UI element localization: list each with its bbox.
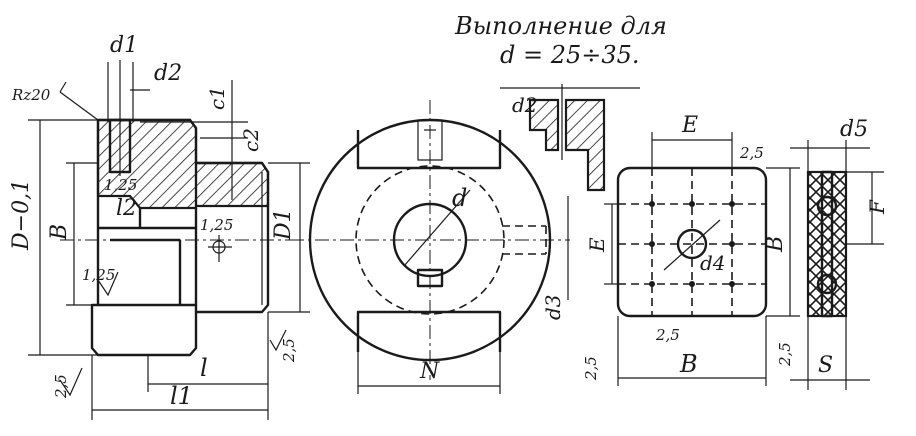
label-d2-upper: d2	[512, 93, 538, 117]
title-line1: Выполнение для	[454, 12, 667, 40]
label-d4: d4	[700, 251, 726, 275]
label-rough-25-sq-left: 2,5	[582, 356, 600, 381]
label-rough-25-sq-top: 2,5	[739, 144, 764, 162]
label-B-mid: B	[763, 236, 788, 253]
label-l: l	[200, 354, 208, 382]
label-rough-125-b: 1,25	[200, 216, 233, 234]
label-D: D−0,1	[9, 179, 34, 251]
label-c1: c1	[205, 86, 229, 110]
square-body	[616, 166, 768, 318]
label-l2: l2	[116, 196, 137, 221]
label-F: F	[865, 199, 889, 215]
front-view	[290, 100, 570, 394]
label-S: S	[818, 353, 833, 378]
label-E-top: E	[681, 113, 698, 138]
label-rough-25-left: 2,5	[52, 374, 70, 399]
upper-flange-hatch	[96, 118, 198, 210]
label-d5: d5	[840, 117, 868, 142]
title-line2: d = 25÷35.	[500, 41, 640, 69]
label-l1: l1	[170, 382, 193, 410]
label-E-side: E	[585, 237, 609, 253]
side-section-view	[28, 60, 310, 420]
label-rough-25-sq-bottom: 2,5	[655, 326, 680, 344]
label-B-left: B	[47, 224, 72, 241]
label-d1: d1	[110, 33, 138, 58]
detail-section	[500, 84, 640, 192]
label-d: d	[452, 184, 467, 212]
knurled-body	[806, 170, 848, 318]
label-rough-125-a: 1,25	[104, 176, 137, 194]
label-rz: Rz20	[11, 86, 51, 104]
label-rough-125-c: 1,25	[82, 266, 115, 284]
label-rough-25-sq-right: 2,5	[776, 342, 794, 367]
label-d2: d2	[154, 61, 182, 86]
label-d3: d3	[541, 294, 565, 320]
label-B-bottom: B	[679, 350, 698, 378]
center-hole	[676, 228, 708, 260]
label-c2: c2	[239, 128, 263, 152]
label-D1: D1	[271, 208, 296, 241]
square-view	[604, 132, 800, 386]
label-rough-25-mid: 2,5	[280, 338, 298, 363]
knurled-strip	[790, 140, 884, 390]
label-N: N	[419, 359, 440, 384]
labels: Выполнение для d = 25÷35. d1 d2 c1 c2 Rz…	[9, 12, 889, 410]
